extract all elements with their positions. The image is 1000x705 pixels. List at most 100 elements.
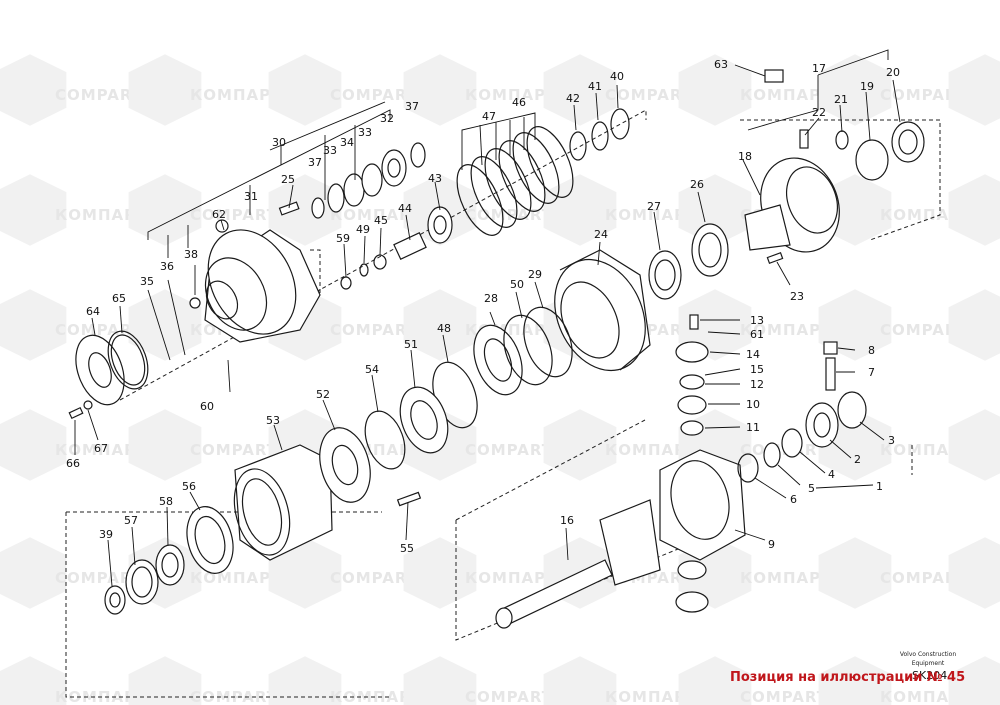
watermark-hexagon [128,54,202,126]
watermark-text: КОМПАРТ [330,206,422,224]
watermark-hexagon [268,174,342,246]
watermark-hexagon [268,537,342,609]
callout-33b: 33 [323,144,337,157]
callout-39: 39 [99,528,113,541]
watermark-hexagon [818,54,892,126]
watermark-hexagon [818,537,892,609]
part-24-housing [554,223,729,372]
callout-64: 64 [86,305,100,318]
callout-15: 15 [750,363,764,376]
watermark-text: COMPART [55,321,143,339]
callout-66: 66 [66,457,80,470]
callout-12: 12 [750,378,764,391]
callout-1: 1 [876,480,883,493]
parts-32-34-gears [278,142,426,219]
watermark-hexagon [403,54,477,126]
watermark-hexagon [678,174,752,246]
callout-10: 10 [746,398,760,411]
watermark-text: COMPART [190,206,278,224]
watermark-hexagon [0,54,67,126]
callout-55: 55 [400,542,414,555]
watermark-text: КОМПАРТ [605,206,697,224]
watermark-text: КОМПАРТ [55,441,147,459]
callout-50: 50 [510,278,524,291]
assembly-guide-lines [65,109,941,698]
callout-33a: 33 [358,126,372,139]
watermark-hexagon [948,409,1000,481]
watermark-hexagon [543,656,617,705]
drawing-code: SK204 [912,669,948,682]
callout-61: 61 [750,328,764,341]
parts-46-47-friction-discs [456,108,630,236]
watermark-text: COMPART [740,688,828,705]
callout-3: 3 [888,434,895,447]
callout-56: 56 [182,480,196,493]
callout-16: 16 [560,514,574,527]
watermark-text: КОМПАРТ [190,569,282,587]
callout-42: 42 [566,92,580,105]
watermark-hexagon [0,174,67,246]
callout-2: 2 [854,453,861,466]
callout-24: 24 [594,228,608,241]
callout-28: 28 [484,292,498,305]
watermark-hexagon [948,537,1000,609]
watermark-hexagon [128,174,202,246]
illustration-position-caption: Позиция на иллюстрации № 45 [730,670,966,685]
callout-23: 23 [790,290,804,303]
callout-20: 20 [886,66,900,79]
callout-43: 43 [428,172,442,185]
watermark-text: КОМПАРТ [465,86,557,104]
watermark-text: COMPART [880,321,968,339]
callout-47: 47 [482,110,496,123]
callout-18: 18 [738,150,752,163]
watermark-hexagon [818,656,892,705]
callout-21: 21 [834,93,848,106]
callout-63: 63 [714,58,728,71]
watermark-text: КОМПАРТ [880,206,972,224]
watermark-text: КОМПАРТ [880,688,972,705]
callout-54: 54 [365,363,379,376]
watermark-hexagon [678,54,752,126]
watermark-text: COMPART [465,688,553,705]
watermark-text: КОМПАРТ [465,569,557,587]
watermark-text: КОМПАРТ [740,569,832,587]
watermark-hexagon [543,409,617,481]
watermark-hexagon [268,656,342,705]
callout-57: 57 [124,514,138,527]
watermark-hexagon [128,409,202,481]
callout-19: 19 [860,80,874,93]
callout-46: 46 [512,96,526,109]
callout-38: 38 [184,248,198,261]
callout-25: 25 [281,173,295,186]
watermark-hexagon [0,409,67,481]
watermark-text: COMPART [880,86,968,104]
callout-9: 9 [768,538,775,551]
parts-52-53-ring-gear [233,427,422,561]
watermark-hexagon [128,656,202,705]
watermark-text: КОМПАРТ [605,441,697,459]
callout-29: 29 [528,268,542,281]
callout-14: 14 [746,348,760,361]
watermark-text: COMPART [330,569,418,587]
callout-53: 53 [266,414,280,427]
callout-62: 62 [212,208,226,221]
callout-36: 36 [160,260,174,273]
parts-39-58-retainers [104,506,234,615]
callout-65: 65 [112,292,126,305]
watermark-hexagon [0,656,67,705]
callout-4: 4 [828,468,835,481]
callout-13: 13 [750,314,764,327]
watermark-hexagon [948,54,1000,126]
callout-37b: 37 [308,156,322,169]
watermark-text: COMPART [465,441,553,459]
watermark-text: КОМПАРТ [190,86,282,104]
part-18-hub [744,69,925,264]
watermark-text: КОМПАРТ [740,86,832,104]
watermark-hexagon [543,54,617,126]
callout-44: 44 [398,202,412,215]
callout-35: 35 [140,275,154,288]
watermark-hexagon [678,656,752,705]
callout-26: 26 [690,178,704,191]
